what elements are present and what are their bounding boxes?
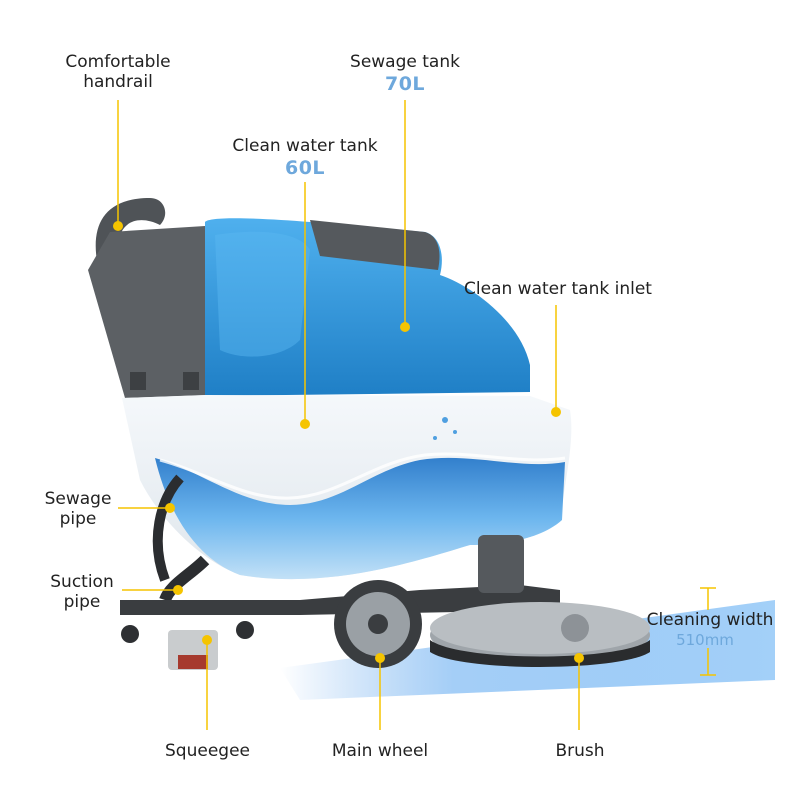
label-brush: Brush [555,741,605,761]
squeegee-rubber [178,655,208,669]
brush-motor [478,535,524,593]
chassis-frame [120,585,560,615]
brush-disc-top [430,602,650,654]
water-bubble [442,417,448,423]
cleaning-width-bracket [700,587,716,676]
caster-wheel [121,625,139,643]
brush-hub [561,614,589,642]
water-wave [155,457,565,580]
label-clean-water-tank-inlet: Clean water tank inlet [464,279,652,299]
caster-wheel [236,621,254,639]
water-bubble [453,430,457,434]
label-cleaning-width: Cleaning width [646,610,774,630]
label-handrail: Comfortable handrail [65,52,171,92]
sewage-pipe-shape [152,474,184,582]
callout-lines [117,100,580,730]
water-crest [159,452,566,500]
suction-pipe-shape [159,555,210,603]
sewage-tank-capacity: 70L [384,73,426,95]
cleaning-width-value: 510mm [676,631,734,649]
main-wheel-hub [368,614,388,634]
tank-lid-shape [310,220,440,270]
label-main-wheel: Main wheel [331,741,429,761]
tank-highlight [215,231,310,357]
label-suction-pipe: Suction pipe [50,572,114,612]
rear-body-slot-left [130,372,146,390]
label-clean-water-tank: Clean water tank [232,136,378,156]
rear-body-shape [88,226,210,398]
clean-water-tank-capacity: 60L [284,157,326,179]
label-squeegee: Squeegee [165,741,250,761]
brush-bristles [430,640,650,667]
water-bubble [433,436,437,440]
label-sewage-tank: Sewage tank [350,52,460,72]
label-sewage-pipe: Sewage pipe [44,489,112,529]
callout-dots [113,221,584,663]
sewage-tank-shape [205,218,530,396]
rear-body-slot-right [183,372,199,390]
